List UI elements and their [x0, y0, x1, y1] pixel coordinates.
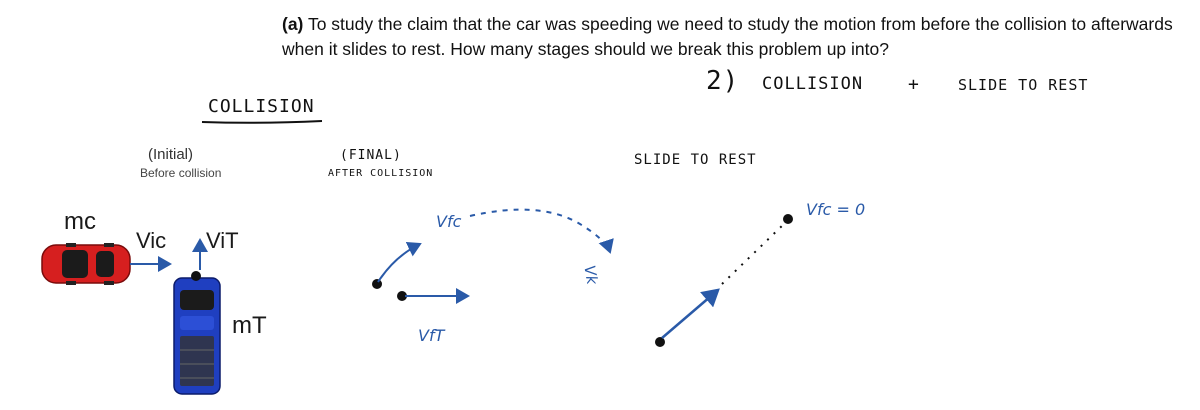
v-ic-label: Vic	[136, 228, 167, 253]
final-label: (FINAL)	[340, 148, 402, 163]
question-part-label: (a)	[282, 14, 304, 34]
v-it-label: ViT	[206, 228, 239, 253]
collision-underline	[201, 120, 323, 124]
slide-dotted-path	[721, 221, 787, 285]
truck-point-after	[397, 291, 407, 301]
answer-stage-slide: SLIDE TO REST	[958, 76, 1089, 94]
blue-truck-icon	[173, 271, 221, 395]
rest-point	[783, 214, 793, 224]
after-collision-label: AFTER COLLISION	[328, 168, 434, 179]
mass-truck-label: mT	[232, 312, 267, 339]
answer-stage-collision: COLLISION	[762, 74, 864, 94]
collision-heading: COLLISION	[208, 96, 315, 117]
answer-number: 2)	[706, 66, 740, 96]
slide-start-point	[655, 337, 665, 347]
red-car-icon	[41, 243, 131, 285]
v-fc-zero-label: Vfc = 0	[806, 200, 866, 219]
v-ft-label: VfT	[418, 326, 445, 345]
question-body: To study the claim that the car was spee…	[282, 14, 1173, 59]
slide-arrow	[661, 288, 720, 339]
question-text: (a) To study the claim that the car was …	[282, 12, 1182, 62]
car-point-after	[372, 279, 382, 289]
answer-plus: +	[908, 74, 920, 95]
before-collision-label: Before collision	[140, 166, 222, 180]
v-fc-label: Vfc	[436, 212, 462, 231]
v-fc-arrow	[377, 241, 422, 283]
initial-label: (Initial)	[148, 146, 194, 163]
trajectory-arc	[469, 208, 614, 254]
mass-car-label: mc	[64, 208, 96, 235]
slide-heading: SLIDE TO REST	[634, 152, 757, 168]
